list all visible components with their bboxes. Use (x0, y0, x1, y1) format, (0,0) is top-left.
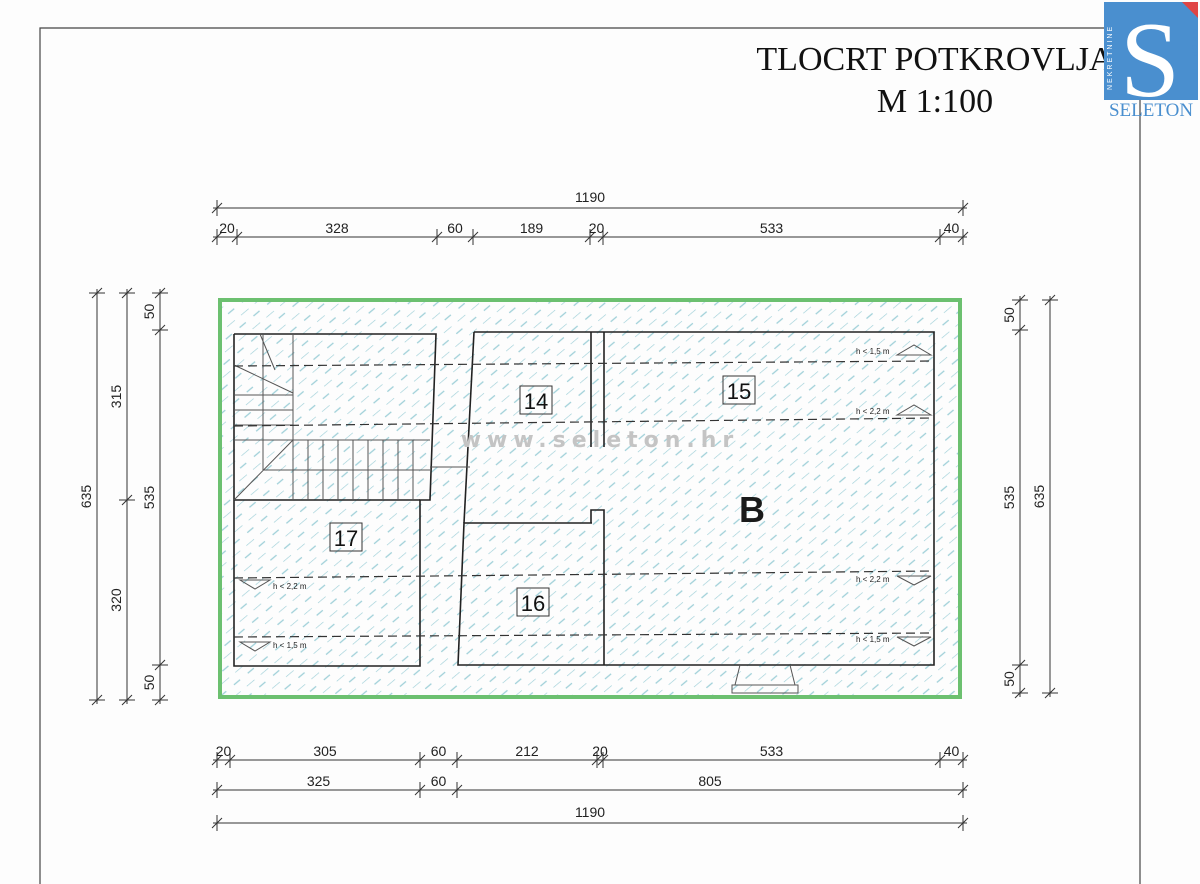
svg-text:NEKRETNINE: NEKRETNINE (1107, 25, 1114, 90)
building-footprint (218, 298, 962, 699)
dimension-value: 328 (325, 220, 349, 236)
dimension-value: 50 (141, 675, 157, 691)
dimension-value: 535 (141, 486, 157, 510)
sheet-border (39, 27, 1141, 884)
drawing-scale: M 1:100 (877, 83, 993, 120)
height-note: h < 2,2 m (273, 582, 307, 591)
height-note: h < 1,5 m (856, 347, 890, 356)
svg-text:IMMOBILIEN: IMMOBILIEN (1190, 25, 1197, 86)
dimension-value: 20 (589, 220, 605, 236)
dimension-value: 305 (313, 743, 337, 759)
dimension-value: 635 (78, 485, 94, 509)
dimension-value: 1190 (575, 189, 605, 205)
dimension-value: 533 (760, 220, 784, 236)
dimension-value: 325 (307, 773, 331, 789)
dimension-value: 805 (698, 773, 722, 789)
dimension-value: 315 (108, 385, 124, 409)
height-note: h < 2,2 m (856, 575, 890, 584)
dimension-value: 60 (431, 773, 447, 789)
height-note: h < 1,5 m (856, 635, 890, 644)
dimension-value: 60 (431, 743, 447, 759)
building-label: B (739, 489, 765, 530)
dimension-value: 533 (760, 743, 784, 759)
dimension-value: 50 (1001, 671, 1017, 687)
seleton-logo: S SELETON NEKRETNINE IMMOBILIEN (1104, 1, 1198, 121)
room-16: 16 (521, 591, 545, 616)
dimension-value: 50 (141, 304, 157, 320)
dimension-value: 40 (944, 220, 960, 236)
dimension-value: 212 (515, 743, 539, 759)
dimension-value: 535 (1001, 486, 1017, 510)
watermark: www.seleton.hr (461, 428, 740, 453)
dimension-value: 20 (592, 743, 608, 759)
svg-text:SELETON: SELETON (1109, 100, 1193, 121)
dimension-value: 320 (108, 588, 124, 612)
dimension-value: 20 (219, 220, 235, 236)
svg-text:S: S (1120, 1, 1180, 120)
dimension-value: 20 (216, 743, 232, 759)
dimension-value: 40 (944, 743, 960, 759)
room-labels: 14 15 16 17 B (329, 375, 765, 617)
dimension-lines: 1190 20 328 60 189 20 533 40 20 305 60 212 20 533 40 32… (78, 189, 1058, 831)
walls (233, 331, 935, 694)
staircase (233, 333, 430, 501)
dimension-value: 635 (1031, 485, 1047, 509)
height-limit-lines (233, 360, 935, 638)
dimension-value: 1190 (575, 804, 605, 820)
height-note: h < 1,5 m (273, 641, 307, 650)
room-14: 14 (524, 389, 548, 414)
dimension-value: 189 (520, 220, 544, 236)
room-15: 15 (727, 379, 751, 404)
dimension-value: 50 (1001, 307, 1017, 323)
height-note: h < 2,2 m (856, 407, 890, 416)
room-17: 17 (334, 526, 358, 551)
dimension-value: 60 (447, 220, 463, 236)
height-notes: h < 1,5 m h < 2,2 m h < 2,2 m h < 1,5 m … (238, 344, 933, 652)
drawing-title: TLOCRT POTKROVLJA (756, 41, 1114, 78)
